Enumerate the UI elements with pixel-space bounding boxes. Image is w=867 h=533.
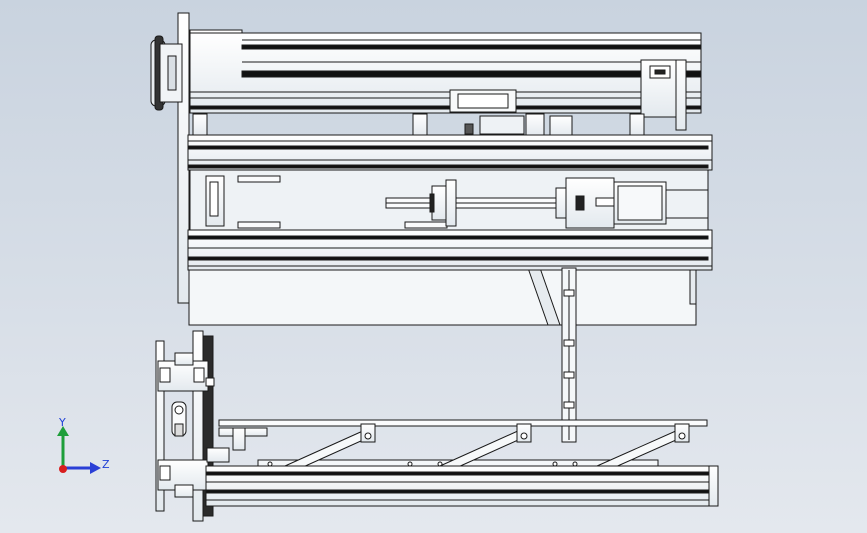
- ballscrew-module: [187, 134, 713, 326]
- left-gripper-assembly: [155, 330, 215, 522]
- z-axis-label: Z: [102, 458, 110, 471]
- y-axis-label: Y: [58, 416, 66, 429]
- lower-linear-module: [205, 419, 719, 507]
- coordinate-triad: Y Z: [57, 416, 110, 474]
- vertical-link-plate: [561, 267, 577, 443]
- upper-linear-module: [150, 12, 702, 304]
- x-axis-origin: [59, 465, 67, 473]
